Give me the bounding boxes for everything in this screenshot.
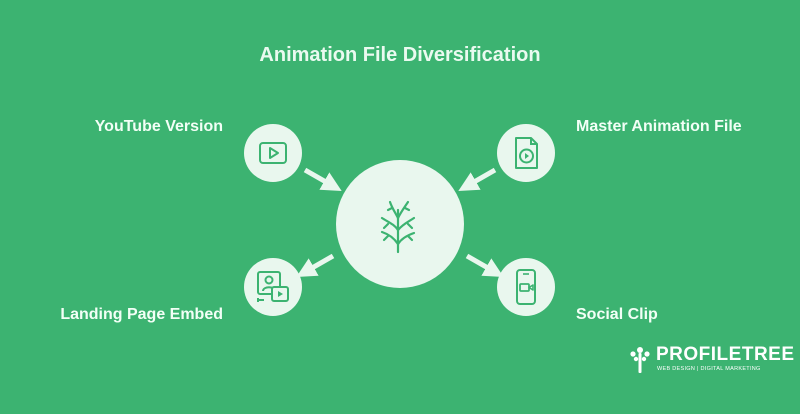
arrow-landing	[296, 253, 335, 277]
brand-name: PROFILETREE	[656, 344, 795, 365]
arrow-social	[465, 253, 504, 277]
tree-icon	[380, 200, 416, 254]
arrow-youtube	[303, 167, 342, 191]
phone-video-icon	[516, 269, 536, 305]
diagram-title: Animation File Diversification	[259, 44, 541, 66]
brand-logo: PROFILETREE WEB DESIGN | DIGITAL MARKETI…	[628, 343, 794, 377]
node-youtube	[244, 124, 302, 182]
label-social: Social Clip	[576, 306, 658, 323]
center-node	[336, 160, 464, 288]
video-file-icon	[515, 137, 538, 169]
label-master: Master Animation File	[576, 118, 742, 135]
label-youtube: YouTube Version	[94, 118, 223, 135]
presenter-video-icon	[257, 271, 289, 302]
brand-tagline: WEB DESIGN | DIGITAL MARKETING	[657, 366, 761, 372]
node-social	[497, 258, 555, 316]
node-landing	[244, 258, 302, 316]
label-landing: Landing Page Embed	[60, 306, 223, 323]
tree-logo-icon	[630, 347, 650, 373]
arrow-master	[458, 167, 497, 191]
node-master	[497, 124, 555, 182]
video-play-icon	[259, 142, 287, 164]
